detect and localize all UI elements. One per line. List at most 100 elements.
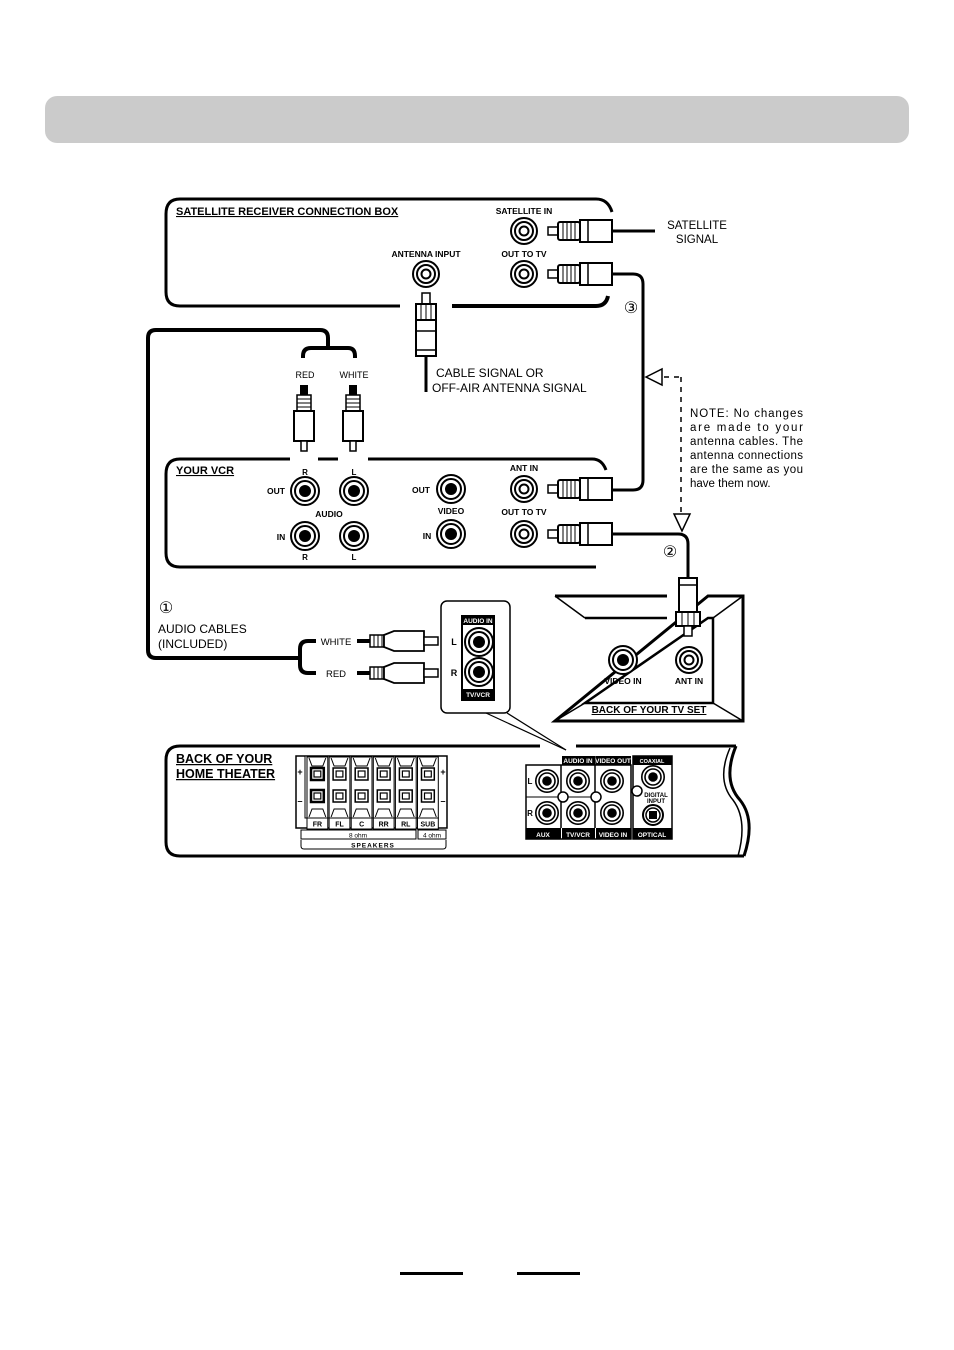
ht-tv-vcr-label: TV/VCR (566, 832, 590, 839)
svg-text:R: R (302, 468, 308, 477)
audio-in-callout: AUDIO IN TV/VCR L R (440, 600, 567, 751)
speaker-terminal-sub: SUB (417, 756, 439, 830)
svg-text:–: – (440, 796, 445, 806)
ht-optical-jack (642, 804, 664, 826)
vcr-ant-in-jack (510, 475, 538, 503)
audio-cable-split (298, 639, 316, 675)
cable-3-sat-to-vcr (612, 272, 645, 492)
vcr-audio-label: AUDIO (315, 509, 343, 519)
vcr-video-out-label: OUT (412, 485, 431, 495)
home-theater: BACK OF YOUR HOME THEATER + – + – FR FL C R… (164, 744, 751, 858)
cable-signal-line-1: CABLE SIGNAL OR (436, 366, 544, 380)
footer-rule-right (517, 1272, 580, 1275)
ht-aux-label: AUX (536, 832, 550, 839)
home-theater-title-1: BACK OF YOUR (176, 752, 272, 766)
svg-text:NOTE: No changes: NOTE: No changes (690, 408, 803, 420)
step-1-marker: ① (159, 600, 173, 617)
svg-text:antenna connections: antenna connections (690, 450, 803, 462)
svg-text:R: R (527, 809, 533, 818)
speaker-label-rl: RL (401, 822, 411, 829)
speaker-label-fl: FL (335, 822, 344, 829)
vcr-audio-out-l-jack (339, 476, 369, 506)
satellite-in-label: SATELLITE IN (496, 206, 553, 216)
cable-signal-line-2: OFF-AIR ANTENNA SIGNAL (432, 381, 587, 395)
digital-input-label-1: DIGITAL (644, 793, 668, 799)
antenna-input-jack (412, 260, 440, 288)
vcr-out-to-tv-plug (547, 522, 613, 546)
vcr-cable-red-label: RED (295, 370, 315, 380)
speaker-label-c: C (359, 822, 364, 829)
svg-text:L: L (352, 468, 357, 477)
speaker-label-sub: SUB (421, 822, 436, 829)
svg-text:are made to your: are made to your (690, 422, 803, 434)
antenna-input-plug (415, 292, 437, 392)
vcr-audio-in-r-jack (290, 521, 320, 551)
vcr-video-in-label: IN (423, 531, 432, 541)
ht-ground-screw (590, 791, 602, 803)
audio-cable-red-label: RED (326, 669, 346, 680)
speaker-label-rr: RR (379, 822, 389, 829)
vcr-cable-white-label: WHITE (340, 370, 369, 380)
speaker-terminal-rr: RR (372, 756, 395, 830)
vcr-out-to-tv-label: OUT TO TV (501, 507, 547, 517)
tv-title: BACK OF YOUR TV SET (592, 705, 707, 716)
ht-coaxial-label: COAXIAL (640, 759, 665, 765)
ht-coaxial-jack (640, 764, 666, 789)
vcr-video-out-jack (436, 474, 466, 504)
svg-text:L: L (352, 553, 357, 562)
ohm-8-label: 8 ohm (349, 833, 367, 840)
callout-r-jack (464, 657, 494, 687)
ht-video-in-label: VIDEO IN (599, 832, 628, 839)
ht-video-out-label: VIDEO OUT (595, 758, 631, 765)
vcr-white-plug (342, 384, 364, 452)
svg-text:+: + (440, 767, 445, 777)
speaker-terminal-fr: FR (306, 756, 329, 830)
footer-rule-left (400, 1272, 463, 1275)
callout-l-jack (464, 627, 494, 657)
step-2-marker: ② (663, 544, 677, 561)
ht-optical-label: OPTICAL (638, 832, 667, 839)
sat-out-to-tv-jack (510, 260, 538, 288)
audio-cables-line-1: AUDIO CABLES (158, 622, 247, 636)
tv-video-in-label: VIDEO IN (604, 676, 641, 686)
speaker-label-fr: FR (313, 822, 322, 829)
antenna-input-label: ANTENNA INPUT (391, 249, 461, 259)
sat-out-to-tv-plug (547, 262, 613, 286)
callout-audio-in-label: AUDIO IN (463, 618, 493, 625)
audio-red-plug (369, 662, 439, 684)
tv-set: VIDEO IN ANT IN BACK OF YOUR TV SET (550, 594, 745, 723)
cable-1-audio-main (146, 328, 330, 660)
rear-panel-jacks: AUDIO IN VIDEO OUT COAXIAL AUX TV/VCR VI… (525, 755, 673, 840)
svg-text:are the same as you: are the same as you (690, 464, 803, 476)
vcr-ant-in-plug (547, 477, 613, 501)
svg-text:–: – (297, 796, 302, 806)
callout-tv-vcr-label: TV/VCR (466, 692, 490, 699)
ht-video-out-jack (599, 769, 625, 794)
vcr-audio-out-r-jack (290, 476, 320, 506)
speaker-terminal-c: C (350, 756, 373, 830)
section-header-bar (45, 96, 909, 143)
home-theater-title-2: HOME THEATER (176, 767, 275, 781)
tv-ant-in-jack (675, 646, 703, 674)
svg-text:+: + (297, 767, 302, 777)
ht-tvvcr-l-jack (565, 769, 591, 794)
audio-white-plug (369, 630, 439, 652)
svg-text:R: R (302, 553, 308, 562)
ht-audio-in-label: AUDIO IN (563, 758, 593, 765)
satellite-signal-label-2: SIGNAL (676, 234, 719, 246)
ht-ground-screw (557, 791, 569, 803)
satellite-in-plug (547, 219, 613, 243)
svg-text:have them now.: have them now. (690, 478, 771, 490)
speaker-terminal-rl: RL (394, 756, 417, 830)
svg-text:antenna cables. The: antenna cables. The (690, 436, 803, 448)
vcr-audio-cable-split (301, 346, 357, 358)
vcr-video-in-jack (436, 519, 466, 549)
cable-2-vcr-to-tv (612, 532, 690, 578)
vcr-red-plug (293, 384, 315, 452)
vcr-audio-out-label: OUT (267, 486, 286, 496)
tv-video-in-jack (608, 645, 638, 675)
ht-tvvcr-r-jack (565, 800, 591, 826)
sat-out-to-tv-label: OUT TO TV (501, 249, 547, 259)
